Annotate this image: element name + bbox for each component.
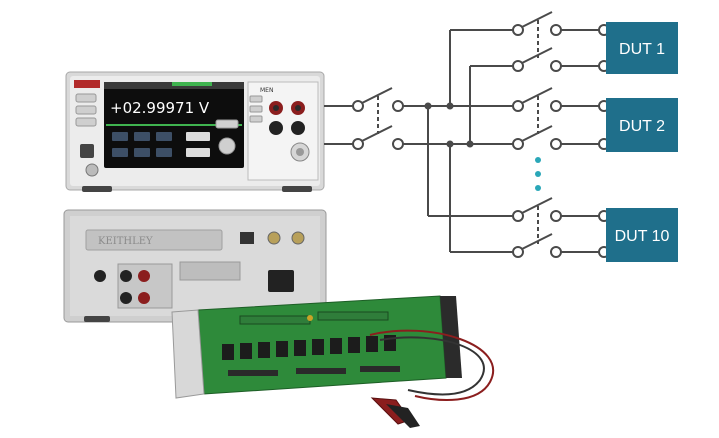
usb-port <box>80 144 94 158</box>
rear-brand-label: KEITHLEY <box>98 236 153 247</box>
power-inlet <box>268 270 294 292</box>
dut-1-box: DUT 1 <box>606 22 678 74</box>
lan-port <box>240 232 254 244</box>
power-button <box>85 163 99 177</box>
relay-array <box>222 335 396 360</box>
dut-1-label: DUT 1 <box>619 41 665 58</box>
instrument-front: +02.99971 V MEN <box>65 71 325 192</box>
dut-2-box: DUT 2 <box>606 98 678 152</box>
dut-10-box: DUT 10 <box>606 208 678 262</box>
wiring-diagram <box>324 11 604 253</box>
junction-dots <box>424 102 474 148</box>
continuation-dots <box>535 157 541 191</box>
switch-card-pcb <box>171 295 462 399</box>
switch-terminals <box>352 24 610 258</box>
instrument-rear: KEITHLEY <box>63 209 327 323</box>
dut-10-label: DUT 10 <box>615 228 670 245</box>
dut-2-label: DUT 2 <box>619 118 665 135</box>
voltage-reading: +02.99971 V <box>110 99 210 117</box>
card-edge-connector <box>171 309 205 399</box>
navigation-knob <box>218 137 236 155</box>
brand-logo <box>74 80 100 88</box>
menu-label: MEN <box>260 87 273 94</box>
test-leads <box>369 329 494 428</box>
